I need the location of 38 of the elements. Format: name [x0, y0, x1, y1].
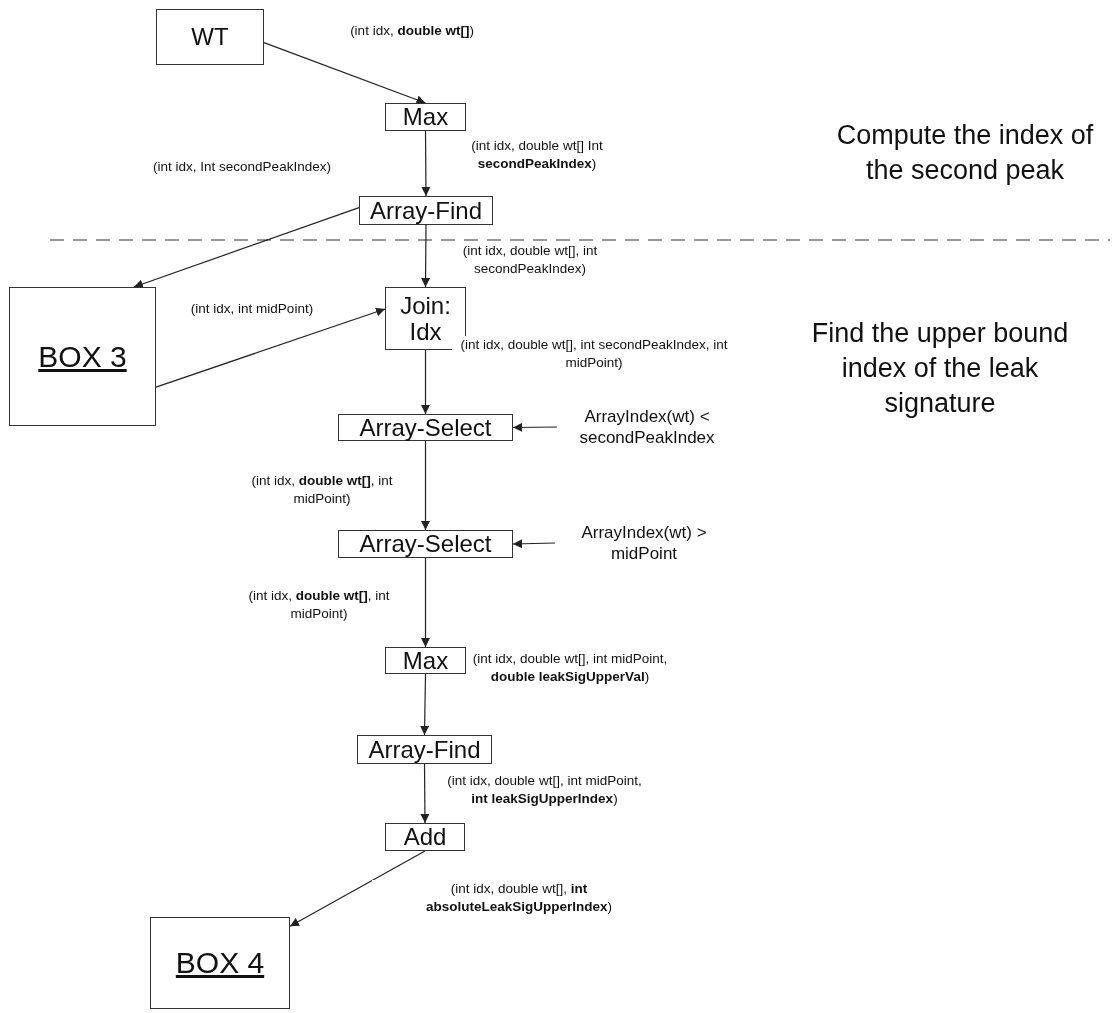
node-label: Array-Select: [359, 531, 492, 557]
arrow: [263, 42, 427, 105]
node-label: Join: Idx: [399, 293, 452, 344]
process-box: [385, 103, 466, 131]
node-label: Add: [403, 824, 447, 850]
block-box: [9, 287, 156, 426]
condition-text: ArrayIndex(wt) < secondPeakIndex: [578, 405, 716, 449]
section-note: Find the upper bound index of the leak signature: [810, 317, 1070, 421]
process-box: [385, 647, 466, 674]
process-box: [357, 735, 492, 764]
node-label: Array-Select: [359, 414, 492, 441]
process-box: [385, 823, 465, 851]
arrow: [512, 422, 558, 432]
arrow: [420, 763, 430, 824]
process-box: [359, 196, 493, 225]
node-label: BOX 4: [175, 947, 265, 979]
node-label: Max: [402, 647, 449, 674]
node-label: Array-Find: [370, 197, 482, 224]
block-box: [150, 917, 290, 1009]
node-label: Array-Find: [368, 736, 481, 763]
node-label: Max: [402, 104, 449, 130]
arrow: [155, 307, 386, 388]
arrow: [512, 539, 556, 549]
arrow: [421, 557, 430, 648]
arrow: [133, 207, 360, 289]
arrow: [421, 349, 430, 415]
arrow: [421, 224, 431, 288]
process-box: [156, 9, 264, 65]
condition-text: ArrayIndex(wt) > midPoint: [580, 521, 708, 565]
arrow: [421, 130, 431, 197]
process-box: [338, 530, 513, 558]
node-label: WT: [191, 24, 229, 50]
arrow: [421, 440, 430, 531]
section-note: Compute the index of the second peak: [835, 119, 1095, 188]
arrow: [289, 850, 426, 927]
process-box: [338, 414, 513, 441]
node-label: BOX 3: [38, 340, 127, 373]
arrow: [420, 673, 430, 736]
